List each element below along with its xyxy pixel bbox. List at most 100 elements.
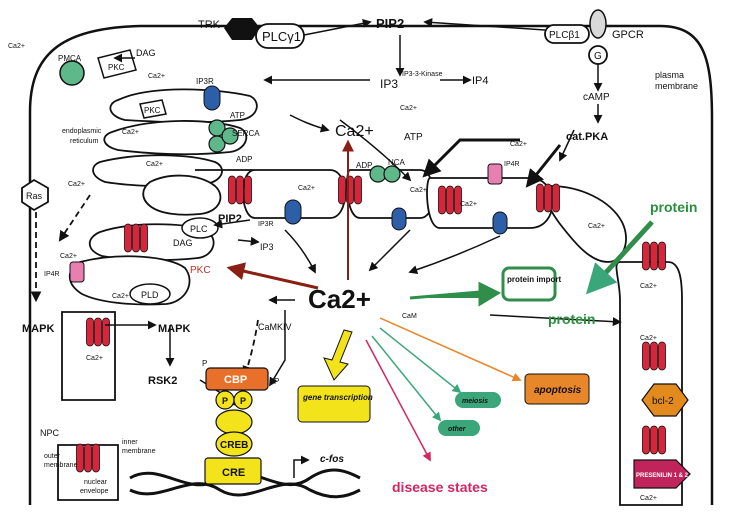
er-label-1: endoplasmic	[62, 128, 102, 135]
pkc-red-label: PKC	[190, 265, 211, 276]
red-channel-icon	[642, 341, 666, 371]
ca-pkc-label: Ca2+	[148, 73, 165, 80]
plc-label: PLC	[190, 224, 208, 234]
rsk2-label: RSK2	[148, 375, 177, 387]
cbp-box	[205, 367, 269, 391]
ca-nuc-label: Ca2+	[86, 355, 103, 362]
ca-pld-label: Ca2+	[112, 293, 129, 300]
ca-nuc-right3-label: Ca2+	[640, 335, 657, 342]
ca-mid1-label: Ca2+	[298, 185, 315, 192]
atp-1-label: ATP	[230, 111, 245, 120]
ip3-mid-label: IP3	[260, 242, 274, 252]
bcl2-hexagon	[641, 383, 689, 417]
camp-label: cAMP	[583, 92, 610, 103]
protein-bottom-label: protein	[548, 311, 595, 327]
ip3r-mid-icon	[284, 199, 302, 225]
other-arrow	[371, 335, 442, 422]
ip4r-left-label: IP4R	[44, 271, 60, 278]
ip4r-left-icon	[69, 261, 85, 283]
inner-label-1: inner	[122, 439, 138, 446]
creb-body-1	[215, 409, 253, 435]
plasma-label-1: plasma	[655, 70, 684, 80]
trk-receptor-icon	[224, 18, 260, 40]
ip3-kinase-label: IP3-3-Kinase	[402, 71, 443, 78]
pld-label: PLD	[141, 290, 159, 300]
ca-right-label: Ca2+	[510, 141, 527, 148]
plcg1-label: PLCγ1	[262, 29, 301, 44]
ca-mid3-label: Ca2+	[460, 201, 477, 208]
pip2-mid-label: PIP2	[218, 213, 242, 225]
pkc-box-label: PKC	[144, 106, 161, 115]
other-label: other	[448, 426, 467, 433]
pkc-arrow-red	[226, 262, 319, 290]
pkc-box-2	[139, 99, 167, 119]
gene-transcription-label: gene transcription	[302, 393, 373, 402]
ras-label: Ras	[26, 191, 43, 201]
creb-body-2	[215, 431, 253, 457]
ca-er-label: Ca2+	[122, 129, 139, 136]
dag-mid-label: DAG	[173, 238, 193, 248]
ca-nuc-right-label: Ca2+	[588, 223, 605, 230]
camkiv-label: CaMKIV	[258, 322, 292, 332]
cat-pka-label: cat.PKA	[566, 131, 608, 143]
nuclear-label-2: envelope	[80, 488, 109, 495]
outer-label-1: outer	[44, 453, 61, 460]
disease-arrow	[365, 339, 431, 462]
nca-label: NCA	[388, 158, 406, 167]
ca-top-left-label: Ca2+	[8, 43, 25, 50]
ca-ras-label: Ca2+	[68, 181, 85, 188]
ip3r-top-label: IP3R	[196, 77, 214, 86]
thick-arrow-cat-pka	[525, 144, 562, 188]
cre-label: CRE	[222, 467, 245, 479]
protein-top-label: protein	[650, 199, 697, 215]
plasma-membrane	[28, 24, 714, 505]
other-box	[438, 420, 480, 436]
ras-hexagon	[21, 178, 49, 212]
er-label-2: reticulum	[70, 138, 99, 145]
inner-label-2: membrane	[122, 448, 156, 455]
plcb1-label: PLCβ1	[549, 30, 580, 41]
serca-label: SERCA	[232, 129, 260, 138]
pkc-top-label: PKC	[108, 63, 125, 72]
ip3r-mid-label: IP3R	[258, 221, 274, 228]
pmca-pump-icon	[59, 60, 85, 86]
bcl2-label: bcl-2	[652, 396, 674, 407]
ca-central-label: Ca2+	[308, 284, 371, 314]
ca-nca-label: Ca2+	[400, 105, 417, 112]
ca-mid2-label: Ca2+	[410, 187, 427, 194]
ip3r-top-icon	[203, 85, 221, 111]
apoptosis-label: apoptosis	[534, 385, 582, 396]
ca-big-er-label: Ca2+	[335, 123, 374, 140]
p-left-label: P	[202, 359, 207, 368]
blue-channel-2	[492, 211, 508, 235]
ca-nuc-right2-label: Ca2+	[640, 283, 657, 290]
cbp-label: CBP	[224, 374, 247, 386]
red-channel-icon	[642, 241, 666, 271]
red-channel-icon	[338, 175, 362, 205]
apoptosis-arrow	[379, 317, 522, 382]
serca-pump-icon	[208, 119, 239, 153]
protein-import-box	[501, 266, 557, 302]
red-channel-icon	[642, 425, 666, 455]
ip4r-right-label: IP4R	[504, 161, 520, 168]
ca-er2-label: Ca2+	[146, 161, 163, 168]
ca-left-mid-label: Ca2+	[60, 253, 77, 260]
red-channel-icon	[536, 183, 560, 213]
nuclear-label-1: nuclear	[84, 479, 108, 486]
ca-bottom-right-label: Ca2+	[640, 495, 657, 502]
endoplasmic-reticulum	[68, 88, 627, 306]
npc-label: NPC	[40, 428, 60, 438]
blue-channel-1	[391, 207, 407, 231]
meiosis-box	[455, 392, 501, 408]
plcb1-box	[544, 24, 590, 44]
creb-label: CREB	[220, 440, 248, 451]
pkc-top-box	[97, 49, 137, 79]
presenilin-arrow-box	[633, 459, 691, 489]
p-creb-1-label: P	[222, 396, 228, 406]
gene-transcription-box	[297, 385, 371, 423]
presenilin-label: PRESENILIN 1 & 2	[636, 473, 689, 479]
plcg1-box	[255, 23, 305, 49]
ip4-label: IP4	[472, 75, 489, 87]
red-channel-icon	[86, 317, 110, 347]
